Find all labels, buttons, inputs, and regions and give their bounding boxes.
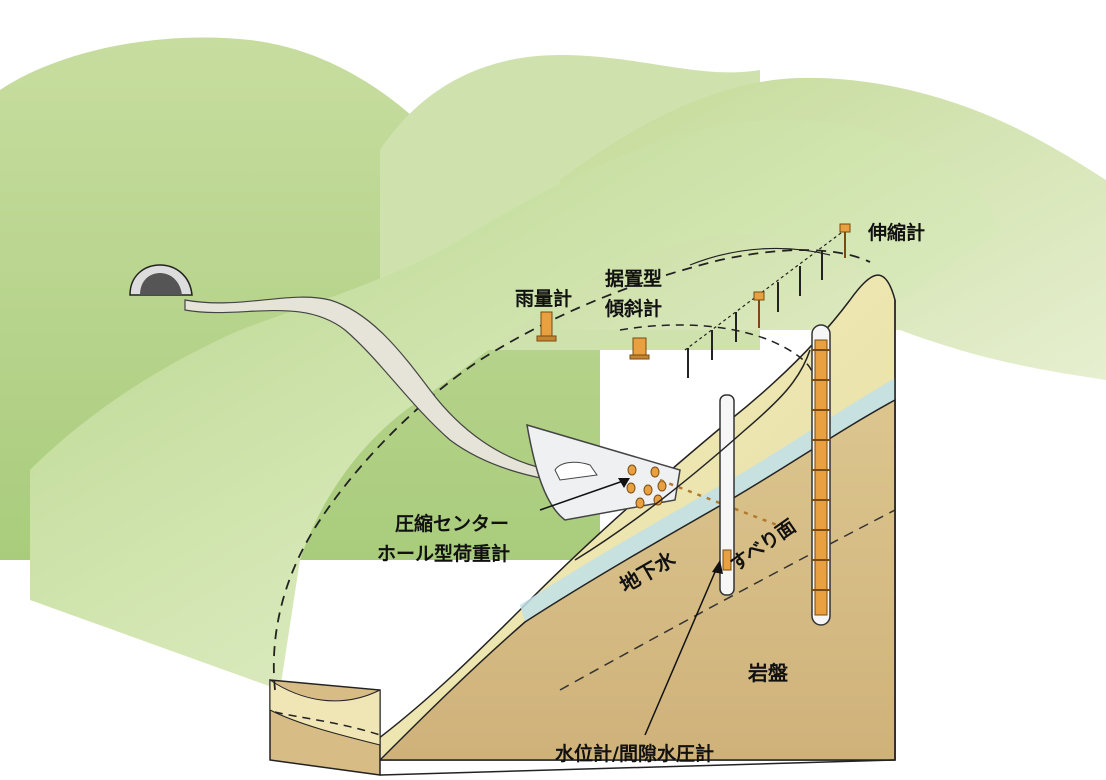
label-extensometer: 伸縮計: [867, 221, 925, 244]
water-gauge-arrowhead: [712, 560, 723, 574]
tunnel: [129, 264, 193, 296]
inclinometer-icon: [629, 337, 650, 360]
rain-gauge-icon: [536, 311, 557, 342]
extensometer-unit-upper: [839, 223, 851, 258]
label-rain-gauge: 雨量計: [515, 287, 572, 310]
label-load-cell-line2: ホール型荷重計: [377, 542, 510, 565]
car-icon: [554, 461, 598, 481]
label-inclinometer-line2: 傾斜計: [604, 297, 662, 320]
water-level-gauge-pipe: [719, 394, 735, 596]
load-cell-leader: [539, 479, 627, 511]
borehole-inclinometer: [811, 324, 831, 626]
extensometer-line: [684, 223, 851, 378]
anchor-head-3: [626, 482, 636, 494]
landslide-boundary: [272, 249, 871, 691]
anchor-head-5: [657, 480, 667, 492]
block-bottom-edge: [379, 759, 896, 776]
groundwater-band: [520, 378, 895, 622]
bedrock-dashed-line: [559, 509, 896, 691]
cross-section-block: [269, 274, 896, 776]
anchor-head-1: [627, 464, 637, 476]
water-gauge-leader: [644, 564, 719, 736]
anchor-head-2: [650, 466, 660, 478]
anchor-head-4: [643, 484, 653, 496]
front-dashed-line: [274, 711, 381, 736]
anchor-line: [659, 478, 791, 532]
slope-surface: [30, 119, 1000, 690]
front-face-soil: [269, 679, 381, 746]
inner-boundary: [619, 324, 813, 373]
label-water-level-gauge: 水位計/間隙水圧計: [555, 742, 714, 765]
extensometer-unit-lower: [753, 291, 765, 328]
tunnel-opening-icon: [140, 273, 182, 295]
slip-surface-curve: [574, 349, 811, 561]
anchor-head-7: [635, 497, 645, 509]
load-cell-arrowhead: [618, 478, 630, 488]
retaining-wall: [526, 423, 791, 532]
label-bedrock: 岩盤: [747, 661, 789, 685]
retaining-wall-face: [526, 423, 681, 521]
label-load-cell-line1: 圧縮センター: [395, 512, 509, 535]
label-inclinometer-line1: 据置型: [605, 267, 662, 290]
